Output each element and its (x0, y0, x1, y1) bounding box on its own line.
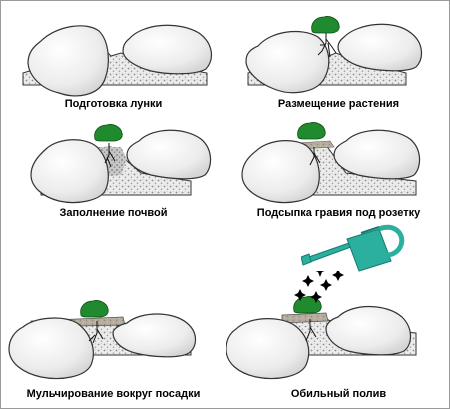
rock-icon (333, 129, 421, 180)
rock-icon (226, 318, 310, 380)
rock-icon (27, 25, 109, 97)
step-panel-prepare-hole: Подготовка лунки (1, 1, 226, 137)
rock-icon (337, 23, 422, 72)
step-panel-watering: Обильный полив (226, 271, 450, 407)
step-caption: Мульчирование вокруг посадки (26, 388, 201, 400)
roots-icon (88, 321, 104, 344)
roots-icon (309, 147, 321, 166)
rock-icon (122, 24, 213, 75)
roots-icon (305, 319, 317, 342)
sparkle-icon (294, 271, 344, 303)
step-panel-place-plant: Размещение растения (226, 1, 450, 137)
step-caption: Обильный полив (290, 388, 387, 400)
plant-icon (94, 124, 123, 142)
step-caption: Подсыпка гравия под розетку (256, 207, 421, 219)
mulching-illustration (8, 300, 197, 380)
rock-icon (325, 306, 412, 356)
plant-icon (311, 16, 340, 34)
step-caption: Размещение растения (277, 98, 400, 110)
step-panel-gravel-under-rosette: Подсыпка гравия под розетку (226, 119, 450, 255)
plant-icon (297, 122, 326, 140)
step-caption: Подготовка лунки (64, 98, 163, 110)
rock-icon (30, 139, 109, 204)
rock-icon (112, 313, 197, 358)
step-panel-mulching: Мульчирование вокруг посадки (1, 271, 226, 407)
place-plant-illustration (245, 16, 422, 94)
watering-can-icon (301, 224, 405, 272)
watering-illustration (226, 271, 417, 380)
fill-soil-illustration (30, 124, 212, 204)
rock-icon (241, 140, 320, 204)
prepare-hole-illustration (22, 24, 213, 97)
rock-icon (126, 129, 212, 180)
rock-icon (245, 30, 330, 94)
plant-icon (80, 300, 109, 318)
step-caption: Заполнение почвой (59, 207, 168, 219)
roots-icon (104, 143, 116, 168)
mulch-layer (281, 312, 329, 324)
gravel-under-rosette-illustration (241, 122, 421, 204)
roots-icon (317, 31, 337, 58)
rock-icon (8, 317, 94, 380)
step-panel-fill-soil: Заполнение почвой (1, 119, 226, 255)
